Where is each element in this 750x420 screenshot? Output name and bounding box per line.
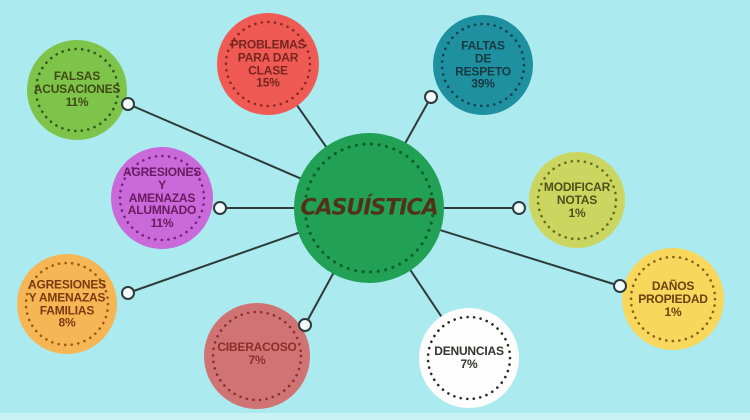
connector-ring-agresiones-amenazas-familias bbox=[121, 286, 135, 300]
connector-ring-ciberacoso bbox=[298, 318, 312, 332]
node-circle bbox=[622, 248, 724, 350]
node-ciberacoso bbox=[204, 303, 310, 409]
node-circle bbox=[419, 308, 519, 408]
node-faltas-de-respeto bbox=[433, 15, 533, 115]
dotted-border bbox=[629, 255, 717, 343]
dotted-border bbox=[224, 20, 312, 108]
node-agresiones-amenazas-alumnado bbox=[111, 147, 213, 249]
node-circle bbox=[529, 152, 625, 248]
dotted-border bbox=[34, 47, 120, 133]
node-circle bbox=[433, 15, 533, 115]
node-denuncias bbox=[419, 308, 519, 408]
center-title: CASUÍSTICA bbox=[300, 195, 438, 221]
node-label-agresiones-amenazas-alumnado: AGRESIONES Y AMENAZAS ALUMNADO 11% bbox=[122, 164, 202, 231]
connector-ring-agresiones-amenazas-alumnado bbox=[213, 201, 227, 215]
connector-ring-faltas-de-respeto bbox=[424, 90, 438, 104]
dotted-border bbox=[426, 315, 512, 401]
center-dotted-border bbox=[303, 142, 435, 274]
bottom-strip bbox=[0, 413, 750, 420]
node-agresiones-amenazas-familias bbox=[17, 254, 117, 354]
connector-end-rings bbox=[121, 90, 627, 332]
dotted-border bbox=[211, 310, 303, 402]
node-label-falsas-acusaciones: FALSAS ACUSACIONES 11% bbox=[33, 68, 121, 109]
node-circle bbox=[111, 147, 213, 249]
node-label-ciberacoso: CIBERACOSO 7% bbox=[217, 340, 297, 367]
dotted-border bbox=[118, 154, 206, 242]
node-label-agresiones-amenazas-familias: AGRESIONES Y AMENAZAS FAMILIAS 8% bbox=[27, 277, 107, 330]
dotted-border bbox=[536, 159, 618, 241]
node-center-casuistica bbox=[294, 133, 444, 283]
node-label-denuncias: DENUNCIAS 7% bbox=[434, 344, 504, 371]
connector-ring-modificar-notas bbox=[512, 201, 526, 215]
connector-ring-falsas-acusaciones bbox=[121, 97, 135, 111]
node-label-faltas-de-respeto: FALTAS DE RESPETO 39% bbox=[455, 38, 511, 91]
node-label-danos-propiedad: DAÑOS PROPIEDAD 1% bbox=[638, 278, 708, 319]
node-problemas-para-dar-clase bbox=[217, 13, 319, 115]
node-label-modificar-notas: MODIFICAR NOTAS 1% bbox=[543, 179, 611, 220]
center-circle bbox=[294, 133, 444, 283]
node-circle bbox=[217, 13, 319, 115]
dotted-border bbox=[440, 22, 526, 108]
node-falsas-acusaciones bbox=[27, 40, 127, 140]
node-label-problemas-para-dar-clase: PROBLEMAS PARA DAR CLASE 15% bbox=[230, 37, 306, 90]
node-modificar-notas bbox=[529, 152, 625, 248]
connector-ring-danos-propiedad bbox=[613, 279, 627, 293]
node-circle bbox=[204, 303, 310, 409]
node-circle bbox=[27, 40, 127, 140]
node-danos-propiedad bbox=[622, 248, 724, 350]
node-circle bbox=[17, 254, 117, 354]
dotted-border bbox=[24, 261, 110, 347]
